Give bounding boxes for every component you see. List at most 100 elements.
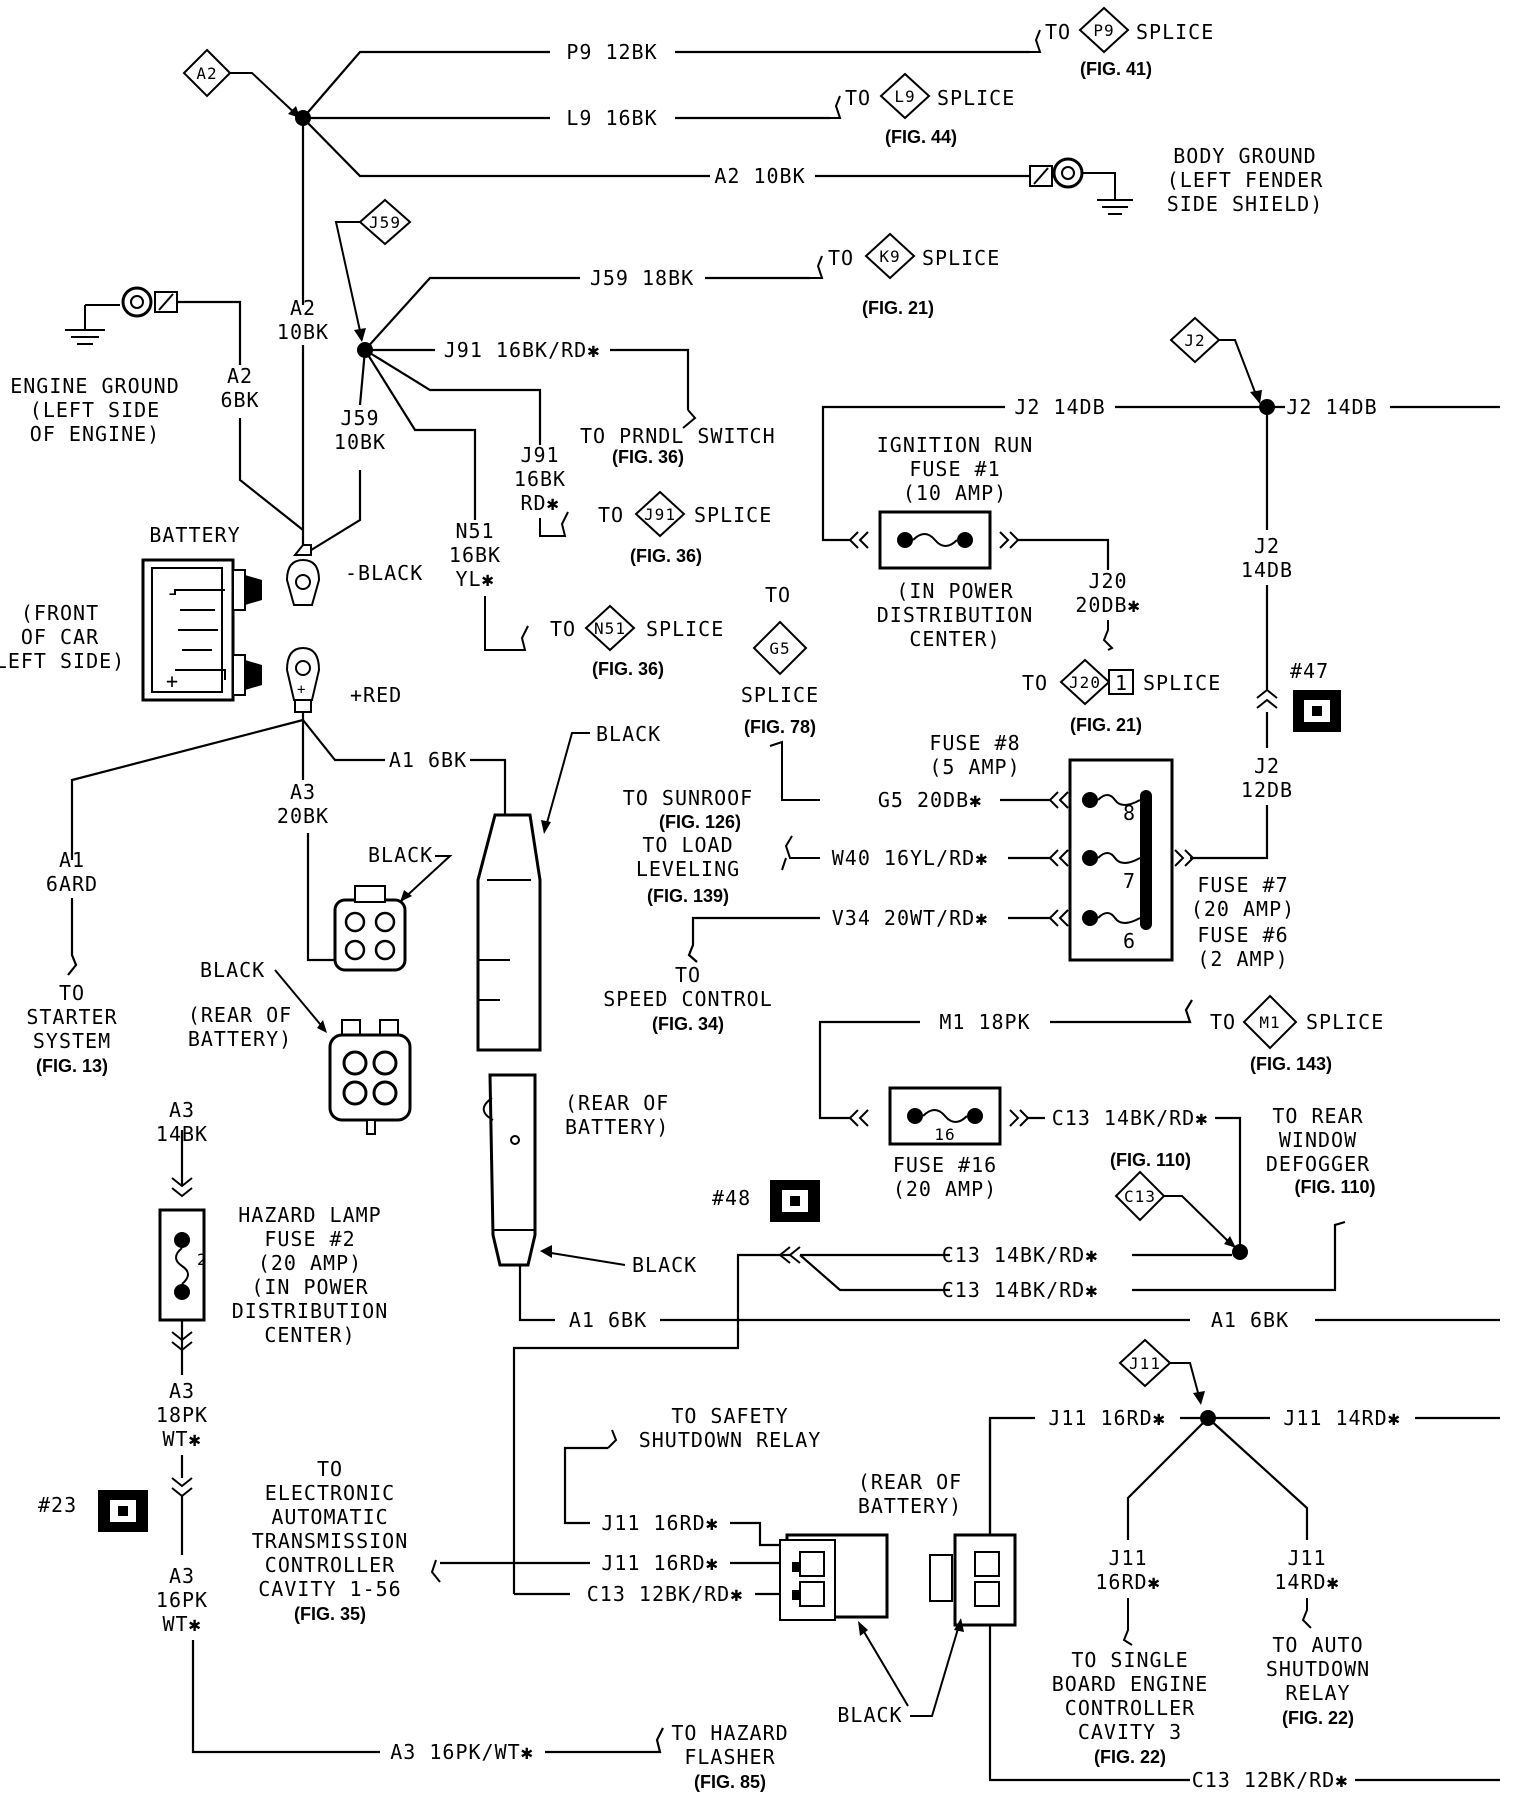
svg-text:FLASHER: FLASHER	[684, 1745, 775, 1769]
svg-text:CAVITY 3: CAVITY 3	[1078, 1720, 1182, 1744]
svg-text:BLACK: BLACK	[596, 722, 661, 746]
diamond-j11: J11	[1118, 1338, 1172, 1388]
splice-j2-group: J2 J2 14DB J2 14DB J2 14DB J2 12DB	[821, 316, 1500, 860]
svg-text:(FIG. 126): (FIG. 126)	[659, 812, 741, 832]
diamond-g5: G5	[752, 620, 808, 676]
ref-speed-control: TO SPEED CONTROL (FIG. 34)	[603, 963, 773, 1034]
svg-text:G5 20DB✱: G5 20DB✱	[878, 788, 982, 812]
diamond-c13: C13	[1114, 1170, 1166, 1222]
svg-text:CENTER): CENTER)	[909, 627, 1000, 651]
svg-text:C13 14BK/RD✱: C13 14BK/RD✱	[942, 1243, 1099, 1267]
svg-text:SPEED CONTROL: SPEED CONTROL	[603, 987, 773, 1011]
ref-rear-window-defogger: TO REAR WINDOW DEFOGGER (FIG. 110)	[1266, 1104, 1376, 1197]
diamond-n51: N51	[584, 604, 636, 652]
svg-text:CONTROLLER: CONTROLLER	[1065, 1696, 1195, 1720]
svg-text:DISTRIBUTION: DISTRIBUTION	[877, 603, 1034, 627]
svg-text:(2 AMP): (2 AMP)	[1197, 947, 1288, 971]
svg-text:J20: J20	[1088, 569, 1127, 593]
svg-text:(20 AMP): (20 AMP)	[1191, 897, 1295, 921]
svg-text:(FIG. 21): (FIG. 21)	[1070, 715, 1142, 735]
svg-text:TO: TO	[845, 86, 871, 110]
connector-4pin-upper: BLACK	[333, 843, 453, 972]
svg-text:A2: A2	[196, 64, 217, 83]
svg-text:J91: J91	[520, 443, 559, 467]
svg-text:RD✱: RD✱	[520, 491, 559, 515]
svg-text:SPLICE: SPLICE	[1143, 671, 1221, 695]
svg-text:TO: TO	[765, 583, 791, 607]
svg-text:DISTRIBUTION: DISTRIBUTION	[232, 1299, 389, 1323]
ref-sbec: TO SINGLE BOARD ENGINE CONTROLLER CAVITY…	[1052, 1648, 1209, 1767]
ref-p9-splice: TO P9 SPLICE (FIG. 41)	[1030, 6, 1213, 79]
svg-text:A3: A3	[169, 1564, 195, 1588]
battery-cable-connector: BLACK	[476, 722, 661, 1052]
svg-text:SPLICE: SPLICE	[1306, 1010, 1384, 1034]
svg-text:IGNITION RUN: IGNITION RUN	[877, 433, 1034, 457]
svg-text:BATTERY): BATTERY)	[565, 1115, 669, 1139]
svg-text:TO: TO	[317, 1457, 343, 1481]
splice-j11-group: J11 J11 16RD✱ J11 14RD✱ J11 16RD✱ J11 14…	[988, 1338, 1500, 1646]
svg-text:CENTER): CENTER)	[264, 1323, 355, 1347]
svg-text:(IN POWER: (IN POWER	[896, 579, 1013, 603]
ref-starter: TO STARTER SYSTEM (FIG. 13)	[26, 981, 116, 1076]
svg-text:(FIG. 139): (FIG. 139)	[647, 886, 729, 906]
svg-text:(FIG. 110): (FIG. 110)	[1110, 1150, 1191, 1170]
svg-text:L9: L9	[894, 87, 915, 106]
svg-text:LEVELING: LEVELING	[636, 857, 740, 881]
svg-text:16RD✱: 16RD✱	[1095, 1570, 1160, 1594]
svg-text:(IN POWER: (IN POWER	[251, 1275, 368, 1299]
ref-asd: TO AUTO SHUTDOWN RELAY (FIG. 22)	[1266, 1633, 1369, 1728]
svg-text:2: 2	[197, 1250, 208, 1269]
svg-text:TO LOAD: TO LOAD	[642, 833, 733, 857]
svg-text:6BK: 6BK	[220, 388, 259, 412]
svg-text:(FIG. 22): (FIG. 22)	[1282, 1708, 1354, 1728]
diamond-j2: J2	[1169, 316, 1221, 364]
svg-text:10BK: 10BK	[334, 430, 386, 454]
fuse-16: 16 FUSE #16 (20 AMP)	[848, 1086, 1030, 1201]
svg-text:16: 16	[934, 1125, 955, 1144]
svg-text:SPLICE: SPLICE	[694, 503, 772, 527]
svg-text:6: 6	[1123, 929, 1136, 953]
svg-text:7: 7	[1123, 869, 1136, 893]
svg-text:(FIG. 34): (FIG. 34)	[652, 1014, 724, 1034]
svg-text:V34 20WT/RD✱: V34 20WT/RD✱	[832, 906, 989, 930]
svg-text:(10 AMP): (10 AMP)	[903, 481, 1007, 505]
svg-text:A2: A2	[290, 296, 316, 320]
ground-symbol-icon	[65, 305, 105, 345]
svg-text:(LEFT SIDE: (LEFT SIDE	[30, 398, 160, 422]
svg-text:FUSE #6: FUSE #6	[1197, 923, 1288, 947]
svg-text:C13 14BK/RD✱: C13 14BK/RD✱	[942, 1278, 1099, 1302]
svg-text:J11 14RD✱: J11 14RD✱	[1283, 1406, 1400, 1430]
svg-text:J20: J20	[1069, 673, 1101, 692]
svg-text:TO AUTO: TO AUTO	[1272, 1633, 1363, 1657]
svg-text:+: +	[297, 682, 306, 698]
svg-text:J59: J59	[340, 406, 379, 430]
svg-text:SPLICE: SPLICE	[646, 617, 724, 641]
svg-text:SPLICE: SPLICE	[922, 246, 1000, 270]
svg-text:(REAR OF: (REAR OF	[858, 1470, 962, 1494]
ref-m1-splice: TO M1 SPLICE (FIG. 143)	[1210, 994, 1384, 1074]
svg-text:BLACK: BLACK	[632, 1253, 697, 1277]
ref-prndl-switch: TO PRNDL SWITCH (FIG. 36)	[580, 409, 775, 467]
svg-text:RELAY: RELAY	[1285, 1681, 1350, 1705]
svg-text:DEFOGGER: DEFOGGER	[1266, 1152, 1370, 1176]
svg-text:TO: TO	[1045, 20, 1071, 44]
svg-text:TO: TO	[675, 963, 701, 987]
battery-pos-terminal: + +RED	[285, 646, 401, 713]
body-ground: BODY GROUND (LEFT FENDER SIDE SHIELD)	[1029, 144, 1322, 216]
ref-l9-splice: TO L9 SPLICE (FIG. 44)	[830, 72, 1014, 147]
diamond-a2: A2	[182, 48, 232, 98]
svg-text:14RD✱: 14RD✱	[1274, 1570, 1339, 1594]
hazard-lamp-fuse: 2 HAZARD LAMP FUSE #2 (20 AMP) (IN POWER…	[158, 1203, 389, 1347]
svg-text:LEFT SIDE): LEFT SIDE)	[0, 649, 125, 673]
svg-text:WT✱: WT✱	[162, 1427, 201, 1451]
svg-text:TO: TO	[550, 617, 576, 641]
svg-text:J59: J59	[369, 213, 401, 232]
svg-text:(FIG. 36): (FIG. 36)	[612, 447, 684, 467]
svg-text:TRANSMISSION: TRANSMISSION	[252, 1529, 409, 1553]
ref-ectl: TO ELECTRONIC AUTOMATIC TRANSMISSION CON…	[252, 1457, 441, 1624]
svg-text:TO SAFETY: TO SAFETY	[671, 1404, 788, 1428]
svg-text:14DB: 14DB	[1241, 558, 1293, 582]
svg-text:A2: A2	[227, 364, 253, 388]
svg-text:BOARD ENGINE: BOARD ENGINE	[1052, 1672, 1209, 1696]
